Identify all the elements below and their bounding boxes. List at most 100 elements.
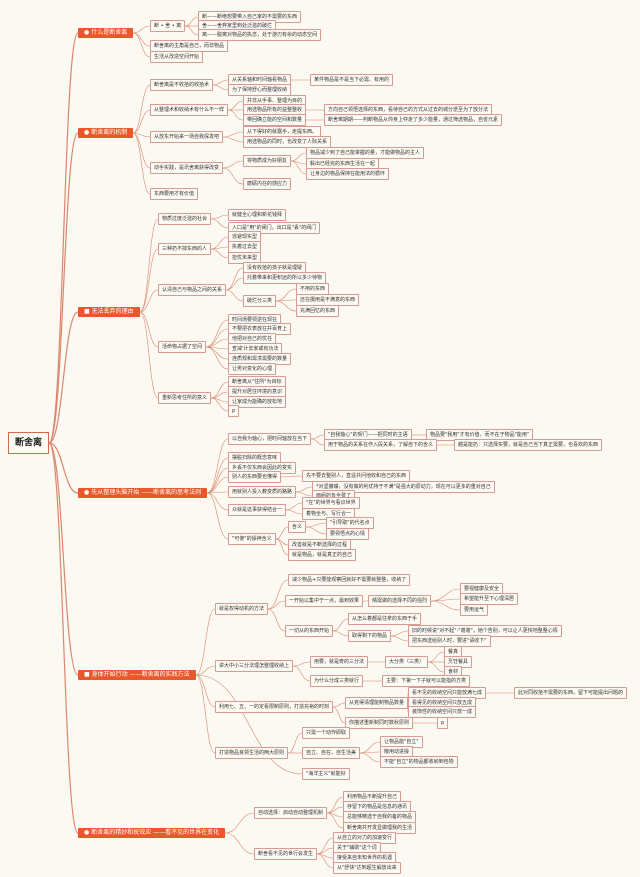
topic-b5c1[interactable]: 从克得清理能制物品数量 xyxy=(345,697,409,709)
topic-b5a2a2[interactable]: 希望能升至下心理深居 xyxy=(460,593,519,605)
topic-b3d[interactable]: 活命物占据了空间 xyxy=(158,341,207,353)
topic-b2d1[interactable]: 将物质成为好朋友 xyxy=(243,155,292,167)
topic-b2d[interactable]: 动手实践，是讯舍离获得改变 xyxy=(150,162,224,174)
topic-b5a3b[interactable]: 取得剩下的物品 xyxy=(348,630,392,642)
connector-b2a2 xyxy=(212,84,229,91)
topic-b2c2[interactable]: 用选物品的同时，也改变了人际关系 xyxy=(243,136,332,148)
topic-label: 物品要"我用"才有价值，而不在于物品"能用" xyxy=(430,432,530,438)
topic-b2e[interactable]: 东西要用才有价值 xyxy=(150,188,199,200)
topic-b4e[interactable]: 用就别人投入教变质的路路 xyxy=(228,486,297,498)
main-topic-b6[interactable]: ●断舍离的精妙和祝效应 ——看不见的世界在变化 xyxy=(78,828,226,838)
topic-b1c[interactable]: 生活从改造空间开始 xyxy=(150,51,204,63)
main-topic-b3[interactable]: ■无法丢弃的理由 xyxy=(78,307,140,317)
topic-b5d2[interactable]: 自立、自在、自生活美 xyxy=(302,747,361,759)
topic-b5c2a[interactable]: p xyxy=(437,717,449,729)
topic-b5d[interactable]: 打造物品良领生活的两大原则 xyxy=(215,747,289,759)
main-topic-b2[interactable]: ●断舍离的机制 xyxy=(78,128,134,138)
topic-label: 散用动进操 xyxy=(384,749,410,755)
topic-b5a2[interactable]: 一开始以集中于一点，最到效果 xyxy=(285,595,364,607)
topic-label: 用就别人投入教变质的路路 xyxy=(232,489,293,495)
topic-b5b1[interactable]: 用要，就是奇的三分法 xyxy=(310,656,369,668)
topic-b5b2[interactable]: 为什么分成三类就行 xyxy=(310,675,364,687)
topic-b2b[interactable]: 从整理术和收纳术有什么不一样 xyxy=(150,104,229,116)
topic-b5d1[interactable]: 只需一个动作即取 xyxy=(302,727,351,739)
topic-b3c3c[interactable]: 充满回忆的东西 xyxy=(296,305,340,317)
topic-b2c[interactable]: 从放东开始来一场自我探发吧 xyxy=(150,131,224,143)
topic-label: "引导取"的代名点 xyxy=(330,520,370,526)
topic-b5a[interactable]: 就是权得动机的方法 xyxy=(215,603,269,615)
main-topic-b1[interactable]: ●什么是断舍离 xyxy=(78,28,134,38)
topic-b5a1[interactable]: 减少物品+只要能观察回就好不需要就整整，收纳了 xyxy=(288,574,411,586)
topic-b4e1[interactable]: *对坚撒嘴，没有做的利优持于不满"是强大的原动力，现在可以更多的重对自己 xyxy=(312,481,495,493)
topic-b5b[interactable]: 讲大中小三分法理怎整理收纳上 xyxy=(215,660,294,672)
connector-b3c3a xyxy=(275,288,297,302)
topic-b3e[interactable]: 重新思考住所的意义 xyxy=(158,392,212,404)
topic-label: 含义 xyxy=(292,524,303,530)
topic-b2b3[interactable]: 带回确立能的空间和数量 xyxy=(243,114,307,126)
topic-b4a2a[interactable]: 越是能扔：只选择实要，就是自己当下真正需要，也喜欢的东西 xyxy=(454,439,603,451)
topic-b4g3[interactable]: 就是物品，就是真正的自己 xyxy=(288,549,357,561)
topic-b4a1a[interactable]: 物品要"我用"才有价值，而不在于物品"能用" xyxy=(426,429,534,441)
topic-b4a[interactable]: 以自我为轴心，把时间轴放在当下 xyxy=(228,433,312,445)
topic-b3c3[interactable]: 破烂分三类 xyxy=(243,295,277,307)
topic-b3e4[interactable]: p xyxy=(228,405,240,417)
topic-b1a[interactable]: 断 • 舍 • 离 xyxy=(150,20,186,32)
topic-b3b[interactable]: 三种扔不掉东西的人 xyxy=(158,243,212,255)
topic-b3e3[interactable]: 让家成为能确的放松地 xyxy=(228,396,287,408)
topic-label: 希望能升至下心理深居 xyxy=(464,596,515,602)
connector-b4a1 xyxy=(310,434,325,440)
connector-b4e2 xyxy=(295,491,313,497)
topic-b4d[interactable]: 别人的东西要也懂得 xyxy=(228,471,282,483)
topic-label: 从怎么着都是往拿的东西于手 xyxy=(352,616,418,622)
connector-b3d6 xyxy=(205,346,229,370)
topic-b5a3b1[interactable]: 旧的时候说"对不起"·"谢谢"，她个告别，可以让人更快地整整心情 xyxy=(408,625,562,637)
topic-b4f[interactable]: 众就是这事获得结合一 xyxy=(228,504,287,516)
topic-b2d1c[interactable]: 让身边的物品保持在能用法的循环 xyxy=(306,168,390,180)
connector-b2d1a xyxy=(290,152,307,162)
topic-b3c2[interactable]: 托着带来和更积远的所以多少待物 xyxy=(243,272,327,284)
connector-b3 xyxy=(48,311,79,444)
connector-b1b xyxy=(132,32,151,47)
topic-b5b2a[interactable]: 主要：下第一下子就可以能指的方类 xyxy=(382,675,471,687)
topic-label: 从自立的对力的加速变行 xyxy=(337,835,393,841)
topic-b2a1a[interactable]: 某件物品是不是当下必需、有用的 xyxy=(310,74,394,86)
topic-b1a3[interactable]: 离——脱离对物品的执念，处于游刃有余的动态空间 xyxy=(198,29,322,41)
connector-b3a xyxy=(139,218,159,313)
topic-b5b1a[interactable]: 大分类（三类） xyxy=(385,656,429,668)
topic-b5a2a3[interactable]: 要用运气 xyxy=(460,604,489,616)
topic-b5a3a[interactable]: 从怎么着都是往拿的东西于手 xyxy=(348,613,422,625)
connector-b2d2 xyxy=(222,167,244,185)
topic-label: 断舍看不见的世行会发生 xyxy=(258,851,314,857)
topic-b5e[interactable]: "海洋主义"就能好 xyxy=(302,768,350,780)
topic-b4g[interactable]: "可使"的操神含义 xyxy=(228,533,276,545)
topic-b6a[interactable]: 自动选择：启动自动整理机制 xyxy=(254,807,328,819)
topic-b3a[interactable]: 物质过度泛滥的社会 xyxy=(158,213,212,225)
topic-b4a2[interactable]: 用于物品的关系在作入段关系，了解自下的含义 xyxy=(324,439,438,451)
topic-b3d6[interactable]: 让男对变化的心理 xyxy=(228,363,277,375)
connector-b3d1 xyxy=(205,319,229,348)
topic-b2d2[interactable]: 磨砺内在的感应力 xyxy=(243,178,292,190)
main-topic-b5[interactable]: ■身体开始行动 ——断舍离的实践方法 xyxy=(78,670,196,680)
topic-b3c[interactable]: 认清自己与物品之间的关系 xyxy=(158,284,227,296)
topic-b5a2a[interactable]: 晴需做的选择不同的强烈 xyxy=(368,595,432,607)
topic-b2b3a[interactable]: 断舍离期期——判断物品从你身上夺走了多少能量，通过筛选物品，自省元素 xyxy=(324,114,503,126)
topic-b4g1[interactable]: 含义 xyxy=(288,521,307,533)
topic-b5c1a1[interactable]: 此对同收拾不需要的东西，留下可能提出问题的 xyxy=(514,687,628,699)
topic-b5c[interactable]: 利用七、五、一的定看限制原则，打造充裕的时刻 xyxy=(215,701,334,713)
connector-b2a xyxy=(132,84,151,134)
main-topic-b4[interactable]: ●先从整理头脑开始 ——断舍离的思考法则 xyxy=(78,488,208,498)
topic-label: 让物品能"自立" xyxy=(384,739,419,745)
topic-label: 从"舒快"达到超生解放出来 xyxy=(337,865,397,871)
connector-b3b xyxy=(139,248,159,313)
topic-b5a3[interactable]: 一切从的东西开始 xyxy=(285,625,334,637)
topic-b2a[interactable]: 断舍离是不收拾的收拾术 xyxy=(150,79,214,91)
topic-b5c2[interactable]: 你描述重新制同时数秋原则 xyxy=(345,717,414,729)
topic-label: 从下得好的就露手，走提东西。 xyxy=(247,129,318,135)
root-topic[interactable]: 断舍离 xyxy=(8,432,50,454)
topic-label: 减少物品+只要能观察回就好不需要就整整，收纳了 xyxy=(292,577,407,583)
topic-b3a1[interactable]: 就健全心理和新花钱拜 xyxy=(228,209,287,221)
topic-b6b[interactable]: 断舍看不见的世行会发生 xyxy=(254,848,318,860)
topic-b5d2c[interactable]: 不能"自立"的物品都收纳到包物 xyxy=(380,756,458,768)
topic-b6b4[interactable]: 从"舒快"达到超生解放出来 xyxy=(333,862,401,874)
